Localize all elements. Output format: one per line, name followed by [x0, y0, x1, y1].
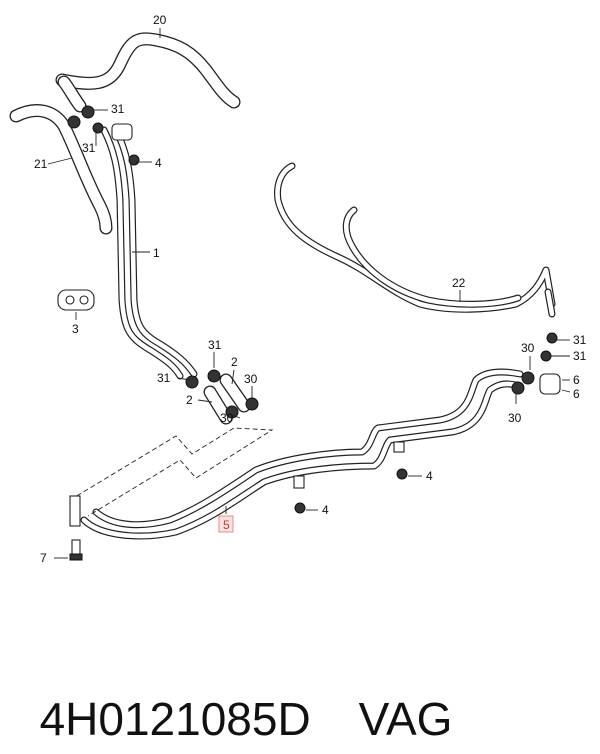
callout-31-c: 31 [573, 333, 587, 347]
callout-20: 20 [153, 13, 167, 27]
callout-5-highlight-box [218, 515, 234, 533]
callout-2-a: 2 [231, 355, 238, 369]
callout-31-b: 31 [82, 141, 96, 155]
callout-30-d: 30 [508, 411, 522, 425]
callout-31-e: 31 [208, 338, 222, 352]
leader-lines [47, 28, 571, 559]
callout-4-c: 4 [322, 503, 329, 517]
callout-31-f: 31 [157, 371, 171, 385]
callout-4-b: 4 [426, 469, 433, 483]
callout-6-b: 6 [573, 387, 580, 401]
callout-2-b: 2 [186, 393, 193, 407]
callout-labels: 20 31 31 21 4 1 3 22 31 31 31 2 30 31 2 … [34, 13, 587, 565]
pipe-part-5 [80, 368, 524, 540]
callout-7: 7 [40, 551, 47, 565]
clamps-and-fittings [67, 105, 561, 561]
callout-5: 5 [223, 518, 230, 532]
callout-31-a: 31 [111, 102, 125, 116]
callout-21: 21 [34, 157, 48, 171]
pipe-part-22 [274, 162, 556, 318]
callout-3: 3 [72, 322, 79, 336]
exploded-parts-diagram: 20 31 31 21 4 1 3 22 31 31 31 2 30 31 2 … [9, 13, 587, 565]
callout-31-d: 31 [573, 349, 587, 363]
hose-part-21 [9, 104, 113, 235]
callout-1: 1 [153, 246, 160, 260]
hose-part-2 [203, 373, 251, 425]
part-number: 4H0121085D [39, 693, 311, 745]
pipe-part-1 [100, 126, 198, 380]
brand-label: VAG [358, 693, 453, 745]
callout-30-a: 30 [244, 372, 258, 386]
callout-6-a: 6 [573, 373, 580, 387]
bracket-part-3 [57, 289, 95, 311]
callout-30-c: 30 [521, 341, 535, 355]
hose-part-20 [55, 32, 241, 113]
callout-22: 22 [452, 276, 466, 290]
phantom-outline [69, 427, 274, 517]
callout-30-b: 30 [220, 411, 234, 425]
footer-caption: 4H0121085D VAG [14, 614, 594, 745]
callout-4-a: 4 [155, 156, 162, 170]
